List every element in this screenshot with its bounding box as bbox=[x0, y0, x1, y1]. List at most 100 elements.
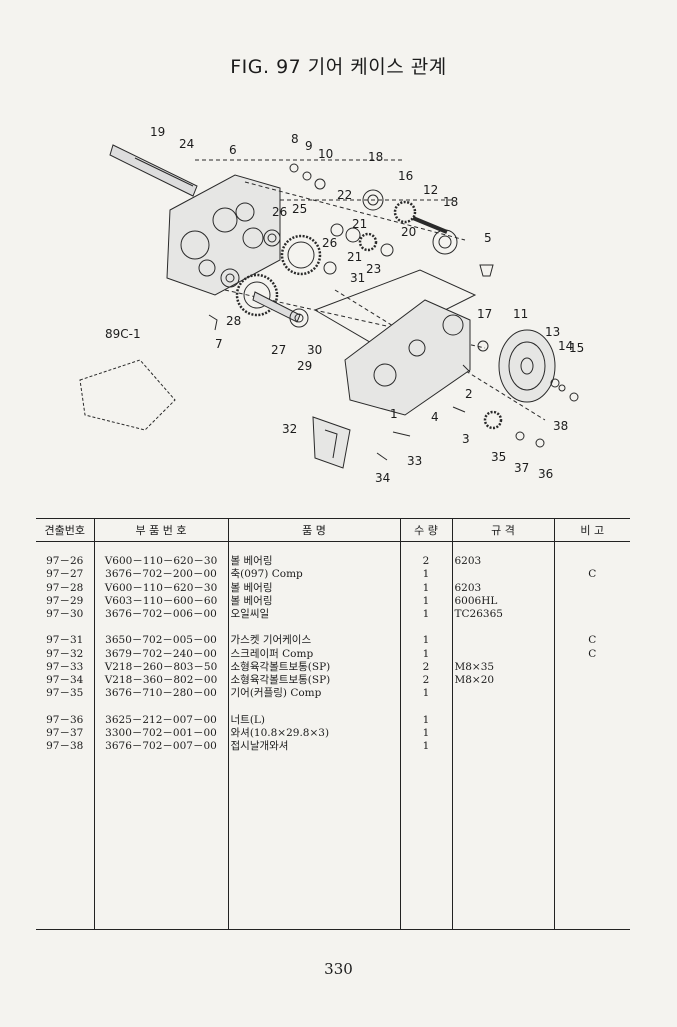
spec-cell bbox=[451, 647, 554, 661]
callout-label: 23 bbox=[366, 262, 381, 276]
page-title: FIG. 97 기어 케이스 관계 bbox=[230, 56, 447, 78]
spec-cell: 6203 bbox=[451, 581, 554, 595]
spacer-cell bbox=[36, 700, 94, 713]
remark-cell bbox=[553, 581, 630, 595]
spec-cell bbox=[451, 740, 554, 754]
part-name-cell: 축(097) Comp bbox=[227, 568, 400, 582]
spec-cell bbox=[451, 634, 554, 648]
remark-cell bbox=[553, 687, 630, 701]
spacer-cell bbox=[553, 700, 630, 714]
table-bottom-border bbox=[36, 929, 630, 930]
index-number-cell: 97－35 bbox=[46, 687, 84, 700]
index-number-cell: 97－37 bbox=[46, 726, 84, 739]
remark-cell bbox=[553, 674, 630, 688]
spacer-cell bbox=[93, 700, 228, 714]
group-spacer bbox=[36, 700, 630, 714]
callout-label: 21 bbox=[352, 217, 367, 231]
header-index: 견출번호 bbox=[36, 518, 94, 542]
callout-label: 25 bbox=[292, 202, 307, 216]
callout-label: 27 bbox=[271, 343, 286, 357]
border-cell bbox=[451, 929, 554, 930]
part-name-cell: 소형육각볼트보통(SP) bbox=[227, 674, 400, 688]
part-number-cell: 3300－702－001－00 bbox=[93, 726, 228, 740]
part-name-cell: 오일씨일 bbox=[227, 608, 400, 622]
page-number: 330 bbox=[324, 960, 353, 978]
remark-cell bbox=[553, 555, 630, 569]
spacer-cell bbox=[553, 541, 630, 556]
quantity-cell: 1 bbox=[399, 634, 452, 648]
part-number-cell: 3676－702－006－00 bbox=[93, 608, 228, 622]
remark-cell: C bbox=[553, 634, 630, 648]
part-number-cell: 3650－702－005－00 bbox=[93, 634, 228, 648]
quantity-cell: 2 bbox=[399, 555, 452, 569]
border-cell bbox=[553, 929, 630, 930]
remark-cell: C bbox=[553, 647, 630, 661]
remark-cell bbox=[553, 740, 630, 754]
empty-cell bbox=[227, 753, 400, 930]
group-spacer bbox=[36, 621, 630, 635]
callout-label: 33 bbox=[407, 454, 422, 468]
remark-cell: C bbox=[553, 568, 630, 582]
callout-label: 20 bbox=[401, 225, 416, 239]
quantity-cell: 2 bbox=[399, 674, 452, 688]
table-header-row: 견출번호 부 품 번 호 품 명 수 량 규 격 비 고 bbox=[36, 518, 630, 542]
part-number-cell: 3676－702－007－00 bbox=[93, 740, 228, 754]
callout-label: 16 bbox=[398, 169, 413, 183]
part-number-cell: V218－260－803－50 bbox=[93, 660, 228, 674]
remark-cell bbox=[553, 608, 630, 622]
spacer-cell bbox=[451, 700, 554, 714]
header-spec: 규 격 bbox=[451, 518, 554, 542]
header-remarks: 비 고 bbox=[553, 518, 630, 542]
border-cell bbox=[36, 929, 94, 930]
quantity-cell: 1 bbox=[399, 647, 452, 661]
callout-label: 9 bbox=[305, 139, 313, 153]
part-number-cell: 3679－702－240－00 bbox=[93, 647, 228, 661]
remark-cell bbox=[553, 594, 630, 608]
callout-label: 30 bbox=[307, 343, 322, 357]
remark-cell bbox=[553, 726, 630, 740]
part-number-cell: 3625－212－007－00 bbox=[93, 713, 228, 727]
spec-cell: 6203 bbox=[451, 555, 554, 569]
part-number-cell: V600－110－620－30 bbox=[93, 555, 228, 569]
callout-label: 22 bbox=[337, 188, 352, 202]
part-name-cell: 너트(L) bbox=[227, 713, 400, 727]
border-cell bbox=[93, 929, 228, 930]
callout-label: 32 bbox=[282, 422, 297, 436]
quantity-cell: 1 bbox=[399, 594, 452, 608]
callout-label: 8 bbox=[291, 132, 299, 146]
quantity-cell: 1 bbox=[399, 687, 452, 701]
callout-label: 10 bbox=[318, 147, 333, 161]
part-number-cell: 3676－702－200－00 bbox=[93, 568, 228, 582]
spec-cell bbox=[451, 726, 554, 740]
index-number-cell: 97－32 bbox=[46, 647, 84, 660]
callout-label: 5 bbox=[484, 231, 492, 245]
spec-cell bbox=[451, 568, 554, 582]
part-name-cell: 볼 베어링 bbox=[227, 594, 400, 608]
callout-label: 34 bbox=[375, 471, 390, 485]
part-name-cell: 와셔(10.8×29.8×3) bbox=[227, 726, 400, 740]
remark-cell bbox=[553, 713, 630, 727]
index-number-cell: 97－26 bbox=[46, 555, 84, 568]
index-number-cell: 97－36 bbox=[46, 713, 84, 726]
callout-label: 18 bbox=[443, 195, 458, 209]
index-number-cell: 97－31 bbox=[46, 634, 84, 647]
empty-cell bbox=[451, 753, 554, 930]
spacer-cell bbox=[227, 541, 400, 556]
index-number-cell: 97－29 bbox=[46, 594, 84, 607]
part-number-cell: V218－360－802－00 bbox=[93, 674, 228, 688]
callout-label: 26 bbox=[322, 236, 337, 250]
part-number-cell: 3676－710－280－00 bbox=[93, 687, 228, 701]
callout-label: 3 bbox=[462, 432, 470, 446]
quantity-cell: 2 bbox=[399, 660, 452, 674]
callout-label: 11 bbox=[513, 307, 528, 321]
